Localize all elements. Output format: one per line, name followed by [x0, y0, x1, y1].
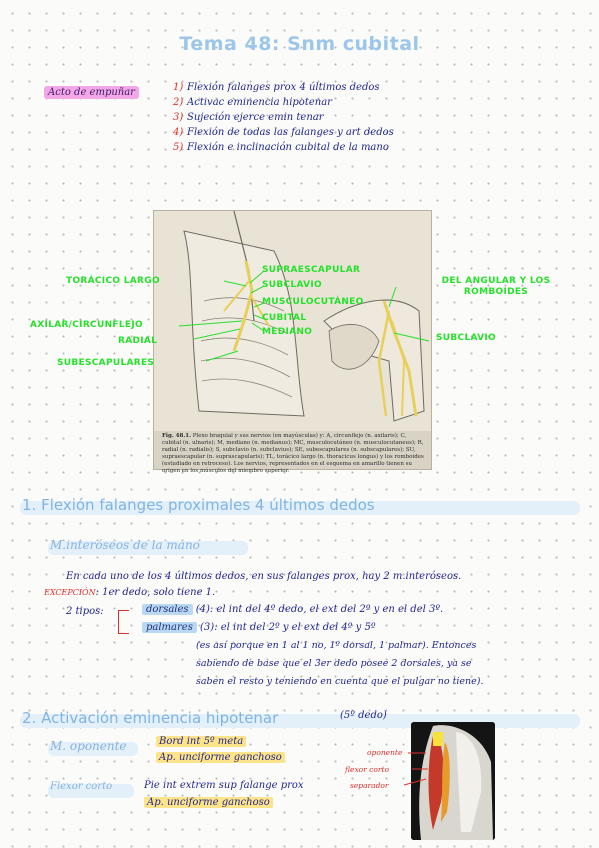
type2-row: palmares (3): el int del 2º y el ext del…	[142, 622, 376, 633]
label-supraescapular: SUPRAESCAPULAR	[262, 265, 361, 275]
section1-sub-bar	[48, 541, 248, 555]
label-subclavio-mid: SUBCLAVIO	[262, 280, 323, 290]
label-musculocutaneo: MUSCULOCUTÁNEO	[262, 297, 364, 307]
m2-label: Flexor corto	[50, 781, 113, 792]
note-line1: (es así porque en 1 al 1 no, 1º dorsal, …	[196, 640, 477, 651]
label-cubital: CUBITAL	[262, 313, 307, 323]
photo-label-flexor-corto: flexor corto	[345, 765, 389, 774]
intro-tag-label: Acto de empuñar	[44, 86, 139, 99]
label-toracico-largo: TORÁCICO LARGO	[66, 276, 160, 286]
label-angular-romboides: DEL ANGULAR Y LOS ROMBOIDES	[441, 276, 551, 297]
m1-label: M. oponente	[50, 739, 127, 753]
m2-bar	[48, 784, 134, 798]
page-title: Tema 48: Snm cubital	[179, 33, 420, 55]
label-mediano: MEDIANO	[262, 327, 313, 337]
list-item: 5)Flexión e inclinación cubital de la ma…	[173, 142, 389, 153]
photo-label-oponente: oponente	[367, 748, 403, 757]
anatomy-illustration	[154, 211, 431, 431]
section2-heading-note: (5º dedo)	[340, 710, 387, 721]
list-item: 2)Activac eminencia hipotenar	[173, 97, 332, 108]
brachial-plexus-figure: Fig. 48.1. Plexo braquial y sus nervios …	[153, 210, 432, 474]
m2-line2: Ap. unciforme ganchoso	[144, 797, 273, 808]
note-line3: saben el resto y teniendo en cuenta que …	[196, 676, 484, 687]
section1-bar	[20, 501, 580, 515]
hand-muscle-photo	[411, 722, 495, 840]
section1-types-label: 2 tipos:	[66, 606, 104, 617]
label-axilar: AXILAR/CIRCUNFLEJO	[30, 320, 143, 330]
list-item: 3)Sujeción ejerce emin tenar	[173, 112, 324, 123]
label-subescapulares: SUBESCAPULARES	[57, 358, 155, 368]
figure-caption: Fig. 48.1. Plexo braquial y sus nervios …	[162, 433, 424, 474]
m1-bar	[48, 742, 138, 756]
section2-heading: 2. Activación eminencia hipotenar	[22, 709, 279, 727]
intro-tag: Acto de empuñar	[44, 86, 139, 99]
m1-line1: Bord int 5º meta	[156, 736, 247, 747]
hand-illustration	[411, 722, 495, 840]
types-bracket	[118, 610, 129, 634]
label-radial: RADIAL	[118, 336, 158, 346]
photo-pointer-lines	[403, 752, 428, 786]
intro-list: 1)Flexión falanges prox 4 últimos dedos …	[173, 80, 394, 155]
section1-exception: EXCEPCIÓN: 1er dedo, solo tiene 1.	[44, 587, 216, 598]
label-subclavio-right: SUBCLAVIO	[436, 333, 497, 343]
section1-sub: M.interóseos de la mano	[50, 538, 200, 552]
list-item: 1)Flexión falanges prox 4 últimos dedos	[173, 82, 380, 93]
photo-label-separador: separador	[350, 781, 389, 790]
m1-line2: Ap. unciforme ganchoso	[156, 752, 285, 763]
section1-heading: 1. Flexión falanges proximales 4 últimos…	[22, 496, 375, 514]
list-item: 4)Flexión de todas las falanges y art de…	[173, 127, 394, 138]
m2-line1: Pie int extrem sup falange prox	[144, 780, 304, 791]
section1-line1: En cada uno de los 4 últimos dedos, en s…	[66, 571, 462, 582]
note-line2: sabiendo de base que el 3er dedo posee 2…	[196, 658, 472, 669]
type1-row: dorsales (4): el int del 4º dedo, el ext…	[142, 604, 443, 615]
